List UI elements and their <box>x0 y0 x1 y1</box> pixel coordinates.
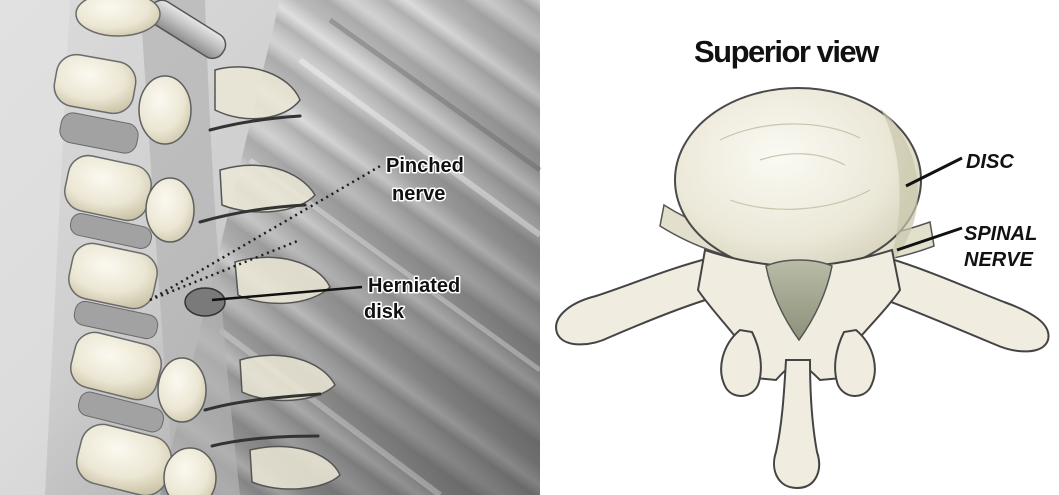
superior-view-illustration: Superior view DISC SPINAL NERVE <box>556 34 1048 488</box>
pinched-nerve-label-line1: Pinched <box>386 155 464 177</box>
spinal-nerve-label-line1: SPINAL <box>964 223 1037 245</box>
herniated-disk-label-line2: disk <box>364 301 405 323</box>
superior-view-title: Superior view <box>694 34 880 69</box>
articular-process-right <box>835 330 875 396</box>
spinal-nerve-label-line2: NERVE <box>964 249 1034 271</box>
facet-joint <box>158 358 206 422</box>
transverse-process-left <box>556 258 712 344</box>
articular-process-left <box>721 330 761 396</box>
facet-joint <box>139 76 191 144</box>
pinched-nerve-label-line2: nerve <box>392 183 445 205</box>
spinal-nerve-label: SPINAL NERVE <box>964 223 1043 271</box>
herniated-disk-bulge <box>185 288 225 316</box>
transverse-process-right <box>886 258 1049 351</box>
disc-label: DISC <box>966 151 1014 173</box>
lateral-spine-illustration: Pinched nerve Herniated disk <box>0 0 540 495</box>
herniated-disk-label-line1: Herniated <box>368 275 460 297</box>
spinous-process <box>774 360 819 488</box>
facet-joint <box>146 178 194 242</box>
